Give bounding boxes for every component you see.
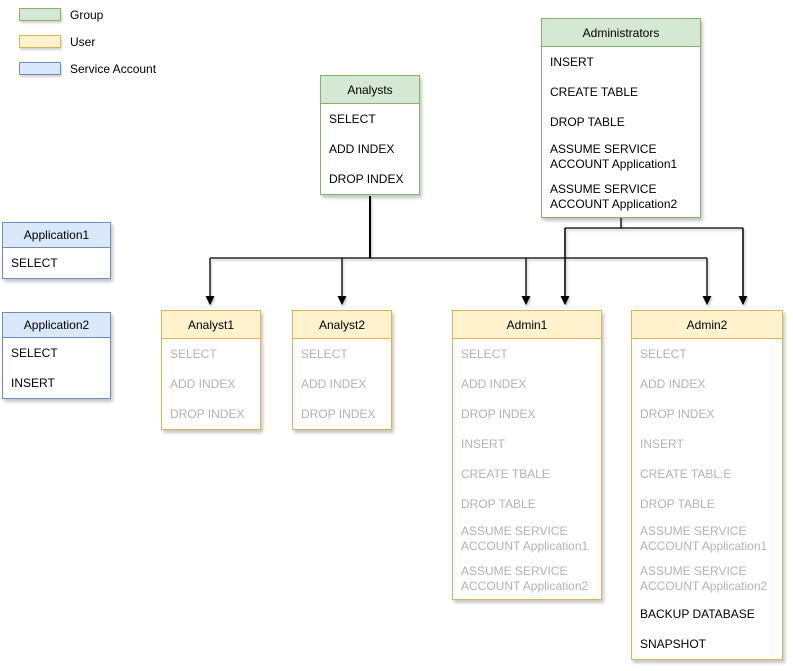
privilege-item: INSERT: [550, 54, 594, 69]
privilege-item: ASSUME SERVICE ACCOUNT Application1: [461, 524, 589, 553]
privilege-item: INSERT: [640, 436, 684, 451]
group-color-swatch: [19, 8, 61, 21]
privilege-item: ASSUME SERVICE ACCOUNT Application2: [550, 182, 678, 211]
privilege-item: SNAPSHOT: [640, 636, 707, 651]
privilege-item: SELECT: [461, 346, 508, 361]
privilege-item: INSERT: [11, 375, 55, 390]
node-body-analyst2: SELECT ADD INDEX DROP INDEX: [293, 339, 391, 429]
privilege-item: SELECT: [640, 346, 687, 361]
privilege-item: DROP INDEX: [461, 406, 536, 421]
privilege-item: BACKUP DATABASE: [640, 606, 755, 621]
legend-label-group: Group: [70, 7, 104, 22]
legend-item-user: User: [19, 34, 156, 49]
node-title-admin2: Admin2: [632, 311, 782, 339]
node-title-admin1: Admin1: [453, 311, 601, 339]
legend-item-service-account: Service Account: [19, 61, 157, 76]
privilege-item: DROP TABLE: [550, 114, 625, 129]
privilege-item: CREATE TABLE: [550, 84, 639, 99]
privilege-item: DROP TABLE: [640, 496, 715, 511]
privilege-item: ADD INDEX: [301, 376, 367, 391]
legend-label-user: User: [70, 34, 96, 49]
privilege-item: CREATE TABL:E: [640, 466, 732, 481]
privilege-item: ADD INDEX: [170, 376, 236, 391]
node-title-administrators: Administrators: [542, 19, 700, 47]
node-body-application1: SELECT: [3, 248, 110, 278]
privilege-item: DROP INDEX: [170, 406, 245, 421]
privilege-item: CREATE TBALE: [461, 466, 550, 481]
privilege-item: SELECT: [329, 111, 376, 126]
privilege-item: ASSUME SERVICE ACCOUNT Application2: [640, 564, 768, 593]
privilege-item: ADD INDEX: [640, 376, 706, 391]
node-body-application2: SELECT INSERT: [3, 338, 110, 398]
privilege-item: ADD INDEX: [329, 141, 395, 156]
privilege-item: SELECT: [301, 346, 348, 361]
node-body-admin2: SELECT ADD INDEX DROP INDEX INSERT CREATE TA…: [632, 339, 782, 659]
privilege-item: DROP INDEX: [640, 406, 715, 421]
node-title-analyst2: Analyst2: [293, 311, 391, 339]
node-title-analyst1: Analyst1: [162, 311, 260, 339]
privilege-item: SELECT: [170, 346, 217, 361]
node-body-analysts: SELECT ADD INDEX DROP INDEX: [321, 104, 419, 194]
privilege-item: SELECT: [11, 255, 58, 270]
legend-label-service-account: Service Account: [70, 61, 157, 76]
privilege-item: DROP INDEX: [329, 171, 404, 186]
privilege-item: SELECT: [11, 345, 58, 360]
node-body-administrators: INSERT CREATE TABLE DROP TABLE ASSUME SERVI…: [542, 47, 700, 217]
legend: Group User Service Account: [19, 8, 156, 89]
privilege-item: INSERT: [461, 436, 505, 451]
user-color-swatch: [19, 35, 61, 48]
node-title-application1: Application1: [3, 223, 110, 248]
privilege-item: DROP INDEX: [301, 406, 376, 421]
privilege-item: ASSUME SERVICE ACCOUNT Application1: [550, 142, 678, 171]
node-title-analysts: Analysts: [321, 76, 419, 104]
node-title-application2: Application2: [3, 313, 110, 338]
legend-item-group: Group: [19, 7, 156, 22]
node-body-analyst1: SELECT ADD INDEX DROP INDEX: [162, 339, 260, 429]
privilege-item: DROP TABLE: [461, 496, 536, 511]
service-account-color-swatch: [19, 62, 61, 75]
privilege-item: ADD INDEX: [461, 376, 527, 391]
privilege-item: ASSUME SERVICE ACCOUNT Application2: [461, 564, 589, 593]
privilege-item: ASSUME SERVICE ACCOUNT Application1: [640, 524, 768, 553]
node-body-admin1: SELECT ADD INDEX DROP INDEX INSERT CREATE TB…: [453, 339, 601, 599]
